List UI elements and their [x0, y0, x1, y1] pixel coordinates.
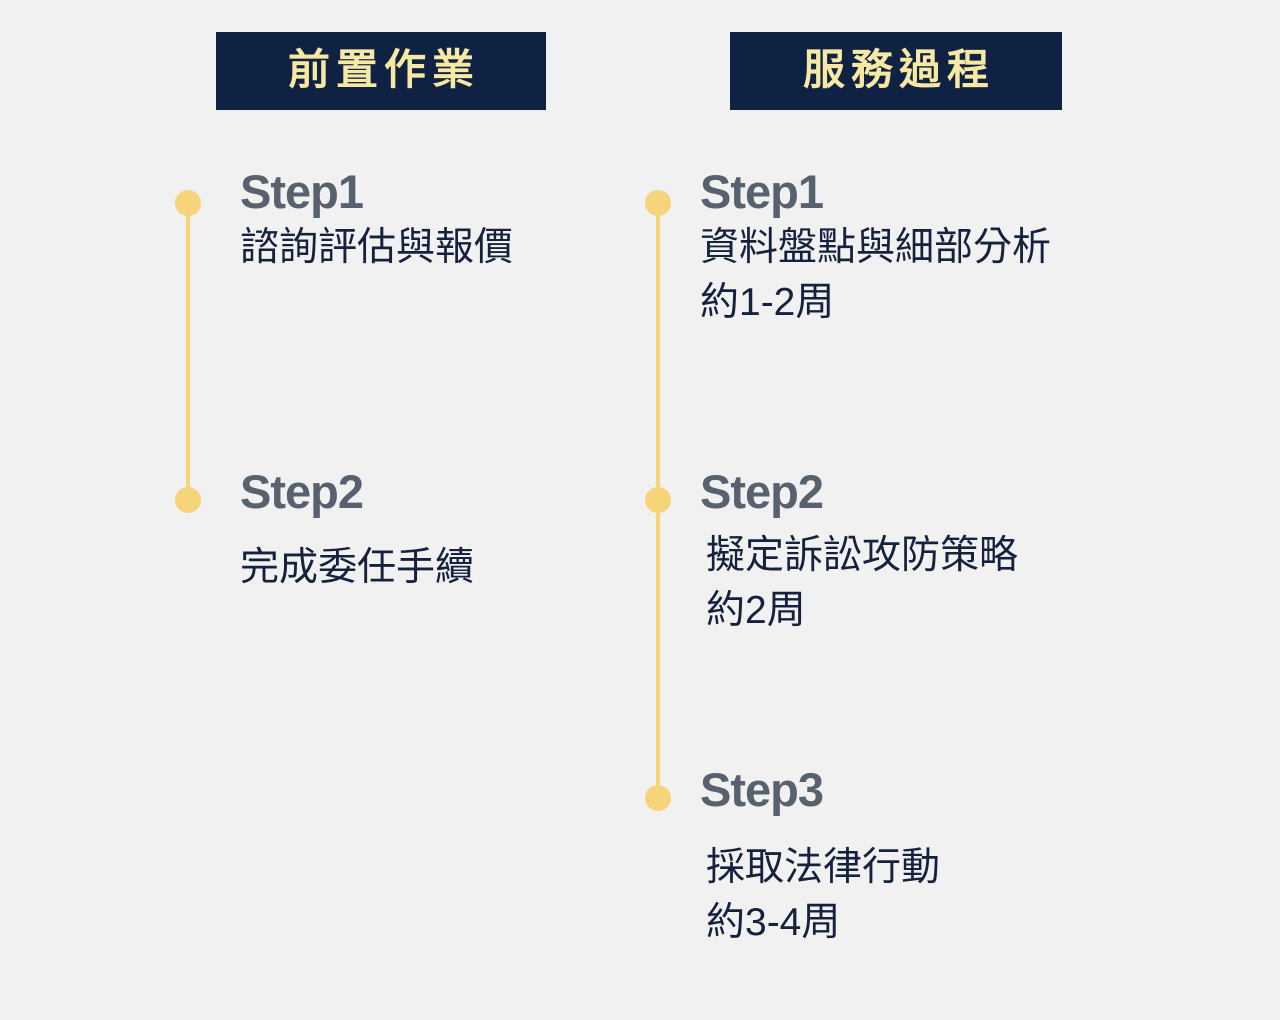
timeline-dot-left-step1 [175, 190, 201, 216]
step-right-2-label: Step2 [700, 465, 824, 518]
step-left-2: Step2 完成委任手續 [240, 468, 474, 595]
step-right-1-line-1: 資料盤點與細部分析 [700, 225, 1052, 269]
step-left-1-body: 諮詢評估與報價 [240, 220, 513, 275]
step-left-1-line-1: 諮詢評估與報價 [240, 225, 514, 269]
banner-title-preparation: 前置作業 [287, 48, 480, 94]
step-right-2: Step2 擬定訴訟攻防策略 約2周 [700, 468, 1018, 639]
step-right-1: Step1 資料盤點與細部分析 約1-2周 [700, 168, 1051, 331]
timeline-dot-left-step2 [175, 487, 201, 513]
step-left-2-line-1: 完成委任手續 [240, 545, 475, 589]
step-right-1-body: 資料盤點與細部分析 約1-2周 [700, 220, 1051, 331]
step-right-1-label: Step1 [700, 165, 824, 218]
timeline-dot-right-step3 [645, 785, 671, 811]
step-right-1-line-2: 約1-2周 [700, 281, 835, 325]
step-right-3-line-1: 採取法律行動 [706, 845, 941, 889]
timeline-dot-right-step2 [645, 487, 671, 513]
step-right-3-label: Step3 [700, 763, 824, 816]
banner-title-service-process: 服務過程 [802, 48, 995, 94]
step-right-3: Step3 採取法律行動 約3-4周 [700, 766, 940, 951]
step-right-3-body: 採取法律行動 約3-4周 [700, 840, 940, 951]
timeline-dot-right-step1 [645, 190, 671, 216]
timeline-rail-left [186, 203, 190, 500]
step-right-2-line-2: 約2周 [706, 589, 806, 633]
step-left-2-label: Step2 [240, 465, 364, 518]
step-right-3-line-2: 約3-4周 [706, 901, 841, 945]
banner-service-process: 服務過程 [730, 32, 1062, 110]
step-left-1: Step1 諮詢評估與報價 [240, 168, 513, 275]
step-left-1-label: Step1 [240, 165, 364, 218]
banner-preparation: 前置作業 [216, 32, 546, 110]
step-right-2-line-1: 擬定訴訟攻防策略 [706, 533, 1019, 577]
step-left-2-body: 完成委任手續 [240, 540, 474, 595]
step-right-2-body: 擬定訴訟攻防策略 約2周 [700, 528, 1018, 639]
